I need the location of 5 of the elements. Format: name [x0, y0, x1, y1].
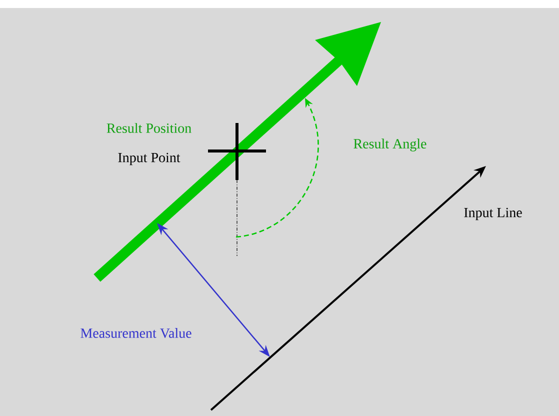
label: Input Line — [464, 208, 522, 220]
label: Measurement Value — [80, 328, 192, 338]
label: Result Position — [106, 123, 192, 133]
label: Result Angle — [354, 138, 426, 152]
label: Input Point — [118, 152, 180, 166]
